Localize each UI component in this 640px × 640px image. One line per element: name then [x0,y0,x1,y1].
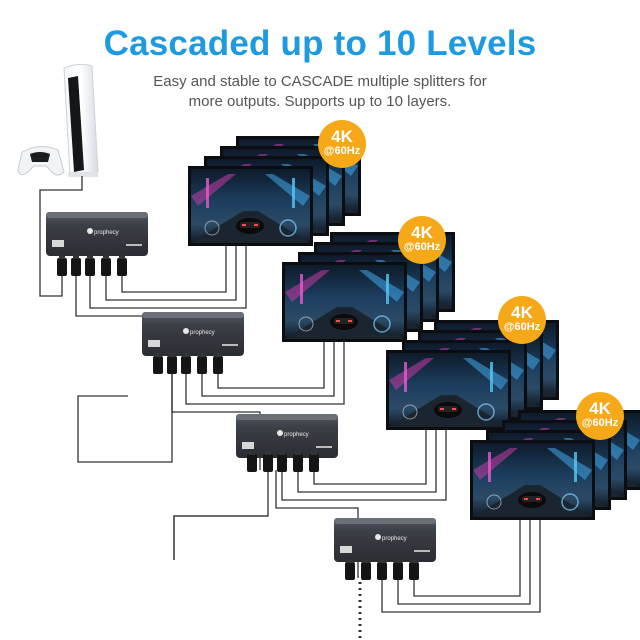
splitter-brand-label: prophecy [190,330,215,336]
badge-resolution-text: 4K [331,127,353,146]
badge-refresh-text: @60Hz [323,145,361,157]
splitter-brand-label: prophecy [94,230,119,236]
resolution-badge-4: 4K @60Hz [576,392,624,440]
resolution-badge-1: 4K @60Hz [318,120,366,168]
subtitle-line-2: more outputs. Supports up to 10 layers. [188,93,452,110]
resolution-badge-3: 4K @60Hz [498,296,546,344]
badge-refresh-text: @60Hz [503,321,541,333]
badge-refresh-text: @60Hz [403,241,441,253]
splitter-brand-label: prophecy [382,536,407,542]
splitter-4: prophecy [334,518,436,580]
page-subtitle: Easy and stable to CASCADE multiple spli… [0,72,640,112]
badge-refresh-text: @60Hz [581,417,619,429]
splitter-brand-label: prophecy [284,432,309,438]
badge-resolution-text: 4K [411,223,433,242]
splitter-2: prophecy [142,312,244,374]
resolution-badge-2: 4K @60Hz [398,216,446,264]
game-console [63,63,99,177]
splitter-3: prophecy [236,414,338,472]
subtitle-line-1: Easy and stable to CASCADE multiple spli… [153,73,487,90]
splitter-1: prophecy [46,212,148,276]
page-title: Cascaded up to 10 Levels [103,24,537,63]
game-controller [17,146,65,176]
badge-resolution-text: 4K [589,399,611,418]
badge-resolution-text: 4K [511,303,533,322]
monitor-screen [187,165,314,247]
